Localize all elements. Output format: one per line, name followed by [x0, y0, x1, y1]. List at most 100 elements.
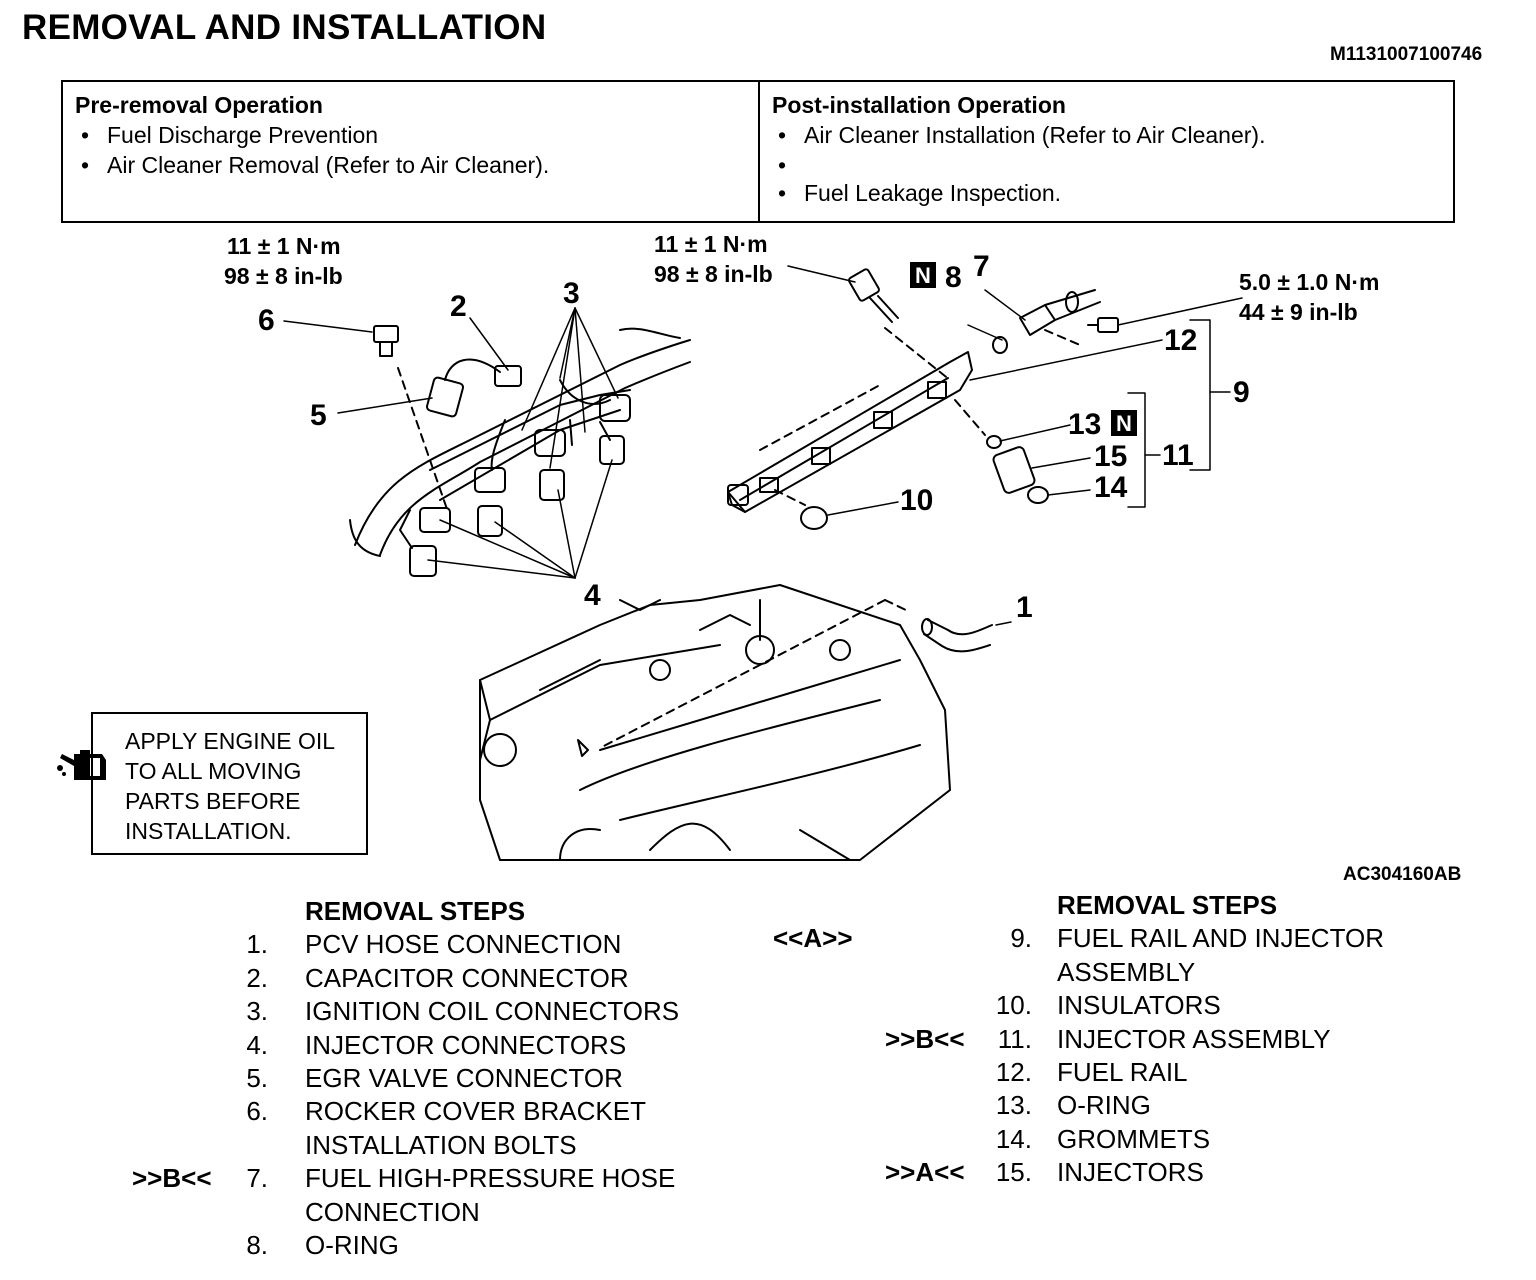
torque-left-imperial: 98 ± 8 in-lb	[224, 263, 343, 289]
step-row: 1. PCV HOSE CONNECTION	[0, 928, 621, 961]
pre-removal-item: Fuel Discharge Prevention	[75, 120, 746, 150]
step-text: FUEL RAIL AND INJECTOR	[1057, 923, 1384, 954]
callout-9: 9	[1233, 376, 1250, 409]
svg-text:N: N	[1116, 411, 1132, 436]
step-number: 4.	[246, 1029, 268, 1060]
step-number: 1.	[246, 929, 268, 960]
callout-5: 5	[310, 399, 327, 432]
step-number: 15.	[995, 1157, 1032, 1188]
procedure-mark: >>B<<	[132, 1163, 212, 1194]
step-text: ASSEMBLY	[1057, 956, 1196, 987]
procedure-mark: >>B<<	[885, 1023, 965, 1054]
torque-left-metric: 11 ± 1 N·m	[227, 233, 341, 259]
step-row: 2. CAPACITOR CONNECTOR	[0, 962, 628, 995]
callout-14: 14	[1094, 471, 1128, 504]
torque-mid-metric: 11 ± 1 N·m	[654, 231, 768, 257]
operations-table: Pre-removal Operation Fuel Discharge Pre…	[61, 80, 1455, 223]
step-text: INSULATORS	[1057, 990, 1221, 1021]
step-row: CONNECTION	[0, 1196, 525, 1229]
oil-note-line: PARTS BEFORE	[125, 788, 301, 814]
callout-6: 6	[258, 304, 275, 337]
step-number: 14.	[995, 1123, 1032, 1154]
callout-2: 2	[450, 290, 467, 323]
step-text: IGNITION COIL CONNECTORS	[305, 996, 680, 1027]
pre-removal-heading: Pre-removal Operation	[75, 92, 323, 118]
step-text: ROCKER COVER BRACKET	[305, 1096, 646, 1127]
torque-right-metric: 5.0 ± 1.0 N·m	[1239, 269, 1379, 295]
new-part-badge: N	[1111, 410, 1137, 436]
steps-heading: REMOVAL STEPS	[1057, 890, 1278, 920]
step-text: EGR VALVE CONNECTOR	[305, 1062, 623, 1093]
oil-note-line: TO ALL MOVING	[125, 758, 302, 784]
procedure-mark: >>A<<	[885, 1157, 965, 1188]
step-number: 6.	[246, 1096, 268, 1127]
step-text: INJECTOR CONNECTORS	[305, 1029, 627, 1060]
post-installation-operation: Post-installation Operation Air Cleaner …	[760, 82, 1453, 221]
step-text: CONNECTION	[305, 1196, 480, 1227]
removal-steps-left: REMOVAL STEPS 1. PCV HOSE CONNECTION 2. CAP…	[0, 895, 679, 1262]
step-text: FUEL RAIL	[1057, 1056, 1188, 1087]
step-row: 5. EGR VALVE CONNECTOR	[0, 1062, 623, 1095]
step-number: 11.	[997, 1023, 1032, 1054]
torque-right-imperial: 44 ± 9 in-lb	[1239, 299, 1358, 325]
exploded-view-diagram: 11 ± 1 N·m 98 ± 8 in-lb 11 ± 1 N·m 98 ± …	[224, 231, 1379, 861]
step-number: 3.	[246, 996, 268, 1027]
callout-8: 8	[945, 261, 962, 294]
callout-15: 15	[1094, 440, 1127, 473]
callout-3: 3	[563, 277, 580, 310]
engine-oil-note: APPLY ENGINE OIL TO ALL MOVING PARTS BEF…	[91, 712, 368, 855]
callout-4: 4	[584, 579, 601, 612]
step-number: 8.	[246, 1229, 268, 1260]
step-number: 2.	[246, 962, 268, 993]
step-row: 6. ROCKER COVER BRACKET	[0, 1095, 646, 1128]
page-title: REMOVAL AND INSTALLATION	[22, 8, 547, 47]
step-number: 5.	[246, 1062, 268, 1093]
post-installation-item: Fuel Leakage Inspection.	[772, 178, 1441, 208]
step-row: 13.O-RING	[0, 1089, 1277, 1122]
document-id: M1131007100746	[1330, 44, 1483, 65]
step-text: O-RING	[305, 1229, 399, 1260]
step-text: PCV HOSE CONNECTION	[305, 929, 622, 960]
post-installation-item: Air Cleaner Installation (Refer to Air C…	[772, 120, 1441, 150]
spacer	[772, 150, 1441, 180]
step-text: INJECTORS	[1057, 1157, 1204, 1188]
new-part-badge: N	[910, 262, 936, 288]
pre-removal-operation: Pre-removal Operation Fuel Discharge Pre…	[63, 82, 760, 221]
figure-id: AC304160AB	[1343, 864, 1462, 885]
callout-7: 7	[973, 250, 990, 283]
step-row: >>B<<7.FUEL HIGH-PRESSURE HOSE	[0, 1162, 675, 1195]
oil-note-line: INSTALLATION.	[125, 818, 292, 844]
step-text: CAPACITOR CONNECTOR	[305, 962, 629, 993]
callout-12: 12	[1164, 324, 1197, 357]
svg-text:N: N	[915, 263, 931, 288]
step-row: 12. FUEL RAIL	[0, 1056, 1277, 1089]
step-row: 10. INSULATORS	[0, 989, 1277, 1022]
step-text: INJECTOR ASSEMBLY	[1057, 1023, 1331, 1054]
step-number: 12.	[995, 1056, 1032, 1087]
callout-11: 11	[1162, 439, 1194, 472]
step-row: >>B<< 11. INJECTOR ASSEMBLY	[0, 1023, 1331, 1056]
step-text: GROMMETS	[1057, 1123, 1211, 1154]
step-row: INSTALLATION BOLTS	[0, 1129, 577, 1162]
step-row: ASSEMBLY	[0, 956, 1277, 989]
step-number: 9.	[1010, 923, 1032, 954]
leader-lines	[283, 265, 1243, 626]
step-row: 14. GROMMETS	[0, 1123, 1277, 1156]
steps-heading: REMOVAL STEPS	[305, 896, 526, 926]
removal-steps-right: REMOVAL STEPS <<A>>9.FUEL RAIL AND INJEC…	[0, 889, 1384, 1190]
wiring-harness	[349, 325, 691, 577]
torque-mid-imperial: 98 ± 8 in-lb	[654, 261, 773, 287]
oil-note-line: APPLY ENGINE OIL	[125, 728, 336, 754]
step-row: 8. O-RING	[0, 1229, 525, 1262]
step-number: 10.	[995, 990, 1032, 1021]
step-number: 7.	[246, 1163, 268, 1194]
callout-10: 10	[900, 484, 933, 517]
step-row: <<A>>9.FUEL RAIL AND INJECTOR	[0, 922, 1384, 955]
engine-outline	[479, 584, 993, 861]
callout-1: 1	[1016, 591, 1033, 624]
step-row: 3. IGNITION COIL CONNECTORS	[0, 995, 679, 1028]
step-text: INSTALLATION BOLTS	[305, 1129, 577, 1160]
callout-13: 13	[1068, 408, 1101, 441]
oil-can-icon	[57, 750, 106, 780]
step-row: 4. INJECTOR CONNECTORS	[0, 1029, 626, 1062]
